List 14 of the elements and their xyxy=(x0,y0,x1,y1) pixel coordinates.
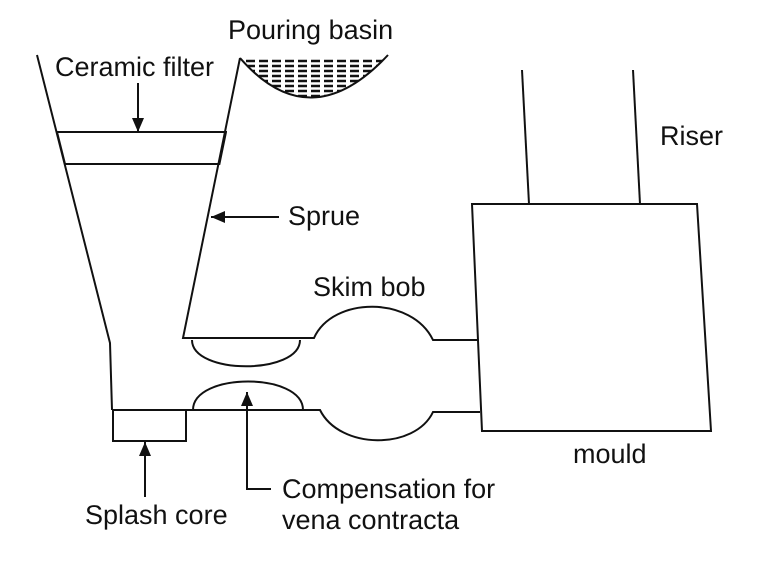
part-label: mould xyxy=(573,439,647,470)
leader-arrow xyxy=(211,211,279,223)
ceramic-filter xyxy=(56,131,227,166)
splash-core xyxy=(112,409,187,442)
leader-arrow xyxy=(241,392,271,490)
part-label: Skim bob xyxy=(313,272,426,303)
leader-arrow xyxy=(132,83,144,132)
part-label: Compensation for vena contracta xyxy=(282,474,510,536)
leader-arrow xyxy=(139,442,151,497)
part-label: Ceramic filter xyxy=(55,52,214,83)
part-label: Splash core xyxy=(85,500,228,531)
part-label: Riser xyxy=(660,121,724,152)
part-label: Sprue xyxy=(288,201,360,232)
part-label: Pouring basin xyxy=(228,15,394,46)
